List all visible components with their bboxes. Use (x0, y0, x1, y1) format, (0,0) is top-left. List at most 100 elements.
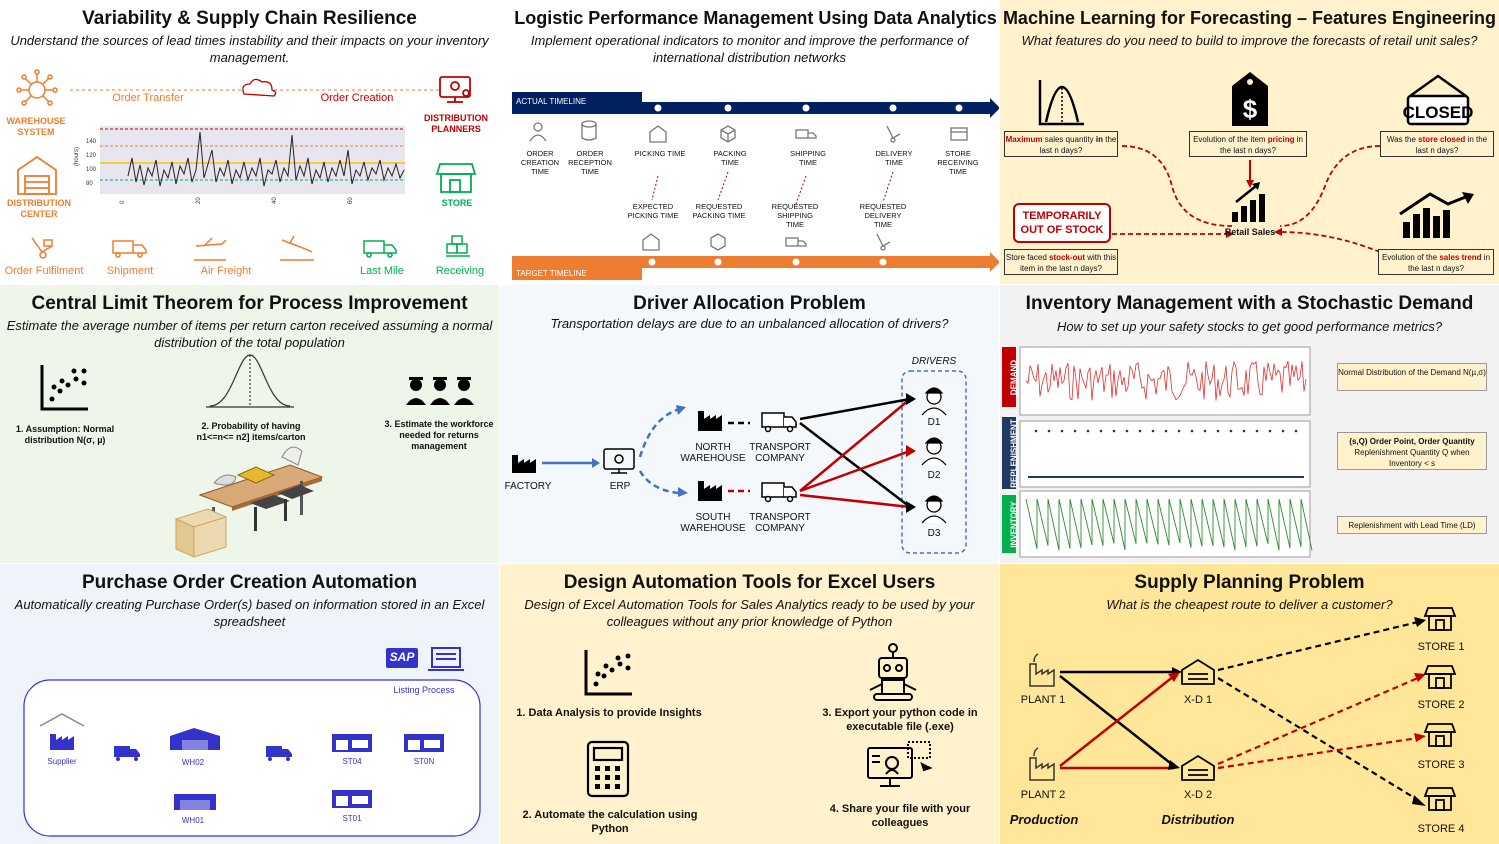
price-tag-icon: $ (1232, 72, 1268, 126)
panel-title: Supply Planning Problem (1134, 572, 1365, 593)
step-label-receiving: Receiving (435, 265, 485, 277)
svg-text:$: $ (1243, 94, 1258, 124)
panel-title: Driver Allocation Problem (633, 293, 866, 314)
plant-to-xd-routes (1059, 670, 1175, 770)
clt-step-3: 3. Estimate the workforce needed for ret… (384, 419, 494, 451)
step-label-order-fulfilment: Order Fulfilment (4, 265, 84, 277)
package-icon (710, 233, 726, 251)
factory-icon (512, 455, 536, 473)
y-tick-label: 140 (86, 139, 97, 145)
planner-screen-icon (439, 76, 471, 103)
warehouse-icon (17, 155, 57, 195)
share-screen-icon (867, 741, 933, 787)
max-text: sales quantity (1042, 135, 1096, 144)
store-icon (332, 790, 372, 808)
replenishment-point (1034, 429, 1038, 433)
expected-event-label: REQUESTED DELIVERY TIME (859, 202, 907, 229)
warehouse-icon (649, 125, 667, 143)
actual-event-label: STORE RECEIVING TIME (937, 149, 979, 176)
replenishment-point (1086, 429, 1090, 433)
hand-truck-icon (886, 125, 901, 143)
actual-event-label: SHIPPING TIME (790, 149, 826, 167)
demand-tab-label: DEMAND (1009, 359, 1019, 396)
trend-text: Evolution of the (1381, 253, 1440, 262)
replenishment-point (1073, 429, 1077, 433)
panel-subtitle: Estimate the average number of items per… (6, 318, 493, 350)
replenishment-tab-label: REPLENISHMENT (1009, 419, 1019, 488)
sap-text: SAP (389, 650, 415, 664)
erp-to-south (638, 470, 681, 495)
truck-icon (114, 746, 140, 761)
robot-icon (869, 643, 917, 701)
stockout-highlight: stock-out (1049, 253, 1085, 262)
panel-subtitle: Automatically creating Purchase Order(s)… (14, 597, 485, 629)
po-network-diagram (23, 647, 481, 837)
cloud-icon (242, 78, 277, 97)
actual-event-label: DELIVERY TIME (875, 149, 913, 167)
actual-timeline-label: ACTUAL TIMELINE (516, 97, 587, 106)
price-highlight: pricing (1267, 135, 1295, 144)
database-icon (581, 120, 597, 141)
store-1-label: STORE 1 (1417, 641, 1465, 653)
closed-highlight: store closed (1418, 135, 1466, 144)
supplier-icon (39, 713, 85, 750)
automation-step-4: 4. Share your file with your colleagues (829, 803, 971, 829)
x-tick-label: 0 (120, 200, 126, 204)
north-warehouse-icon (698, 411, 722, 431)
stockout-box: Store faced stock-out with this item in … (1004, 249, 1118, 275)
panel-subtitle: Implement operational indicators to moni… (530, 33, 969, 65)
panel-title: Logistic Performance Management Using Da… (514, 8, 997, 28)
supplier-label: Supplier (47, 757, 77, 766)
workforce-icon (406, 377, 474, 405)
gap-links (651, 171, 894, 205)
truck-icon (112, 240, 147, 258)
cross-dock-icon (1181, 658, 1215, 685)
store-icon (950, 127, 968, 141)
inventory-tab (1002, 495, 1016, 553)
panel-subtitle: How to set up your safety stocks to get … (1056, 319, 1443, 334)
automation-steps (584, 643, 933, 798)
truck-icon (266, 746, 292, 761)
warehouse-icon (174, 794, 216, 810)
replenishment-point (1164, 429, 1168, 433)
target-timeline-dots (647, 257, 888, 267)
replenishment-point (1112, 429, 1116, 433)
south-warehouse-label: SOUTH WAREHOUSE (680, 512, 746, 534)
step-label-last-mile: Last Mile (359, 265, 405, 277)
erp-screen-icon (603, 448, 635, 474)
target-timeline-label: TARGET TIMELINE (516, 269, 587, 278)
inventory-series (1025, 498, 1313, 551)
driver-icons (921, 387, 947, 524)
north-warehouse-label: NORTH WAREHOUSE (680, 442, 746, 464)
closed-sign-text: CLOSED (1403, 103, 1474, 122)
drivers-label: DRIVERS (911, 356, 957, 367)
south-truck-icon (761, 482, 797, 503)
stockout-text: Store faced (1005, 253, 1049, 262)
supply-network-diagram (1029, 607, 1457, 811)
replenishment-point (1177, 429, 1181, 433)
production-label: Production (1009, 812, 1079, 827)
peak-chart-icon (1038, 80, 1084, 126)
panel-subtitle: What is the cheapest route to deliver a … (1106, 597, 1393, 612)
scatter-plot-icon (584, 650, 632, 696)
max-sales-box: Maximum sales quantity in the last n day… (1004, 131, 1118, 157)
store-icon (435, 163, 477, 193)
hand-truck-icon (31, 237, 53, 259)
panel-clt: Central Limit Theorem for Process Improv… (0, 285, 499, 563)
actual-event-label: PACKING TIME (713, 149, 747, 167)
retail-sales-icon (1232, 182, 1265, 222)
actual-event-label: ORDER CREATION TIME (520, 149, 560, 176)
feature-links (1112, 145, 1381, 253)
store-icons (1423, 607, 1457, 811)
store-2-label: STORE 2 (1417, 699, 1465, 711)
distribution-center-label: DISTRIBUTION CENTER (7, 198, 71, 219)
expected-event-label: REQUESTED SHIPPING TIME (771, 202, 819, 229)
driver-d1-label: D1 (927, 417, 941, 428)
sap-logo (386, 648, 418, 668)
x-tick-label: 40 (272, 197, 278, 204)
panel-title: Inventory Management with a Stochastic D… (1025, 293, 1474, 314)
lead-time-box: Replenishment with Lead Time (LD) (1337, 516, 1487, 534)
